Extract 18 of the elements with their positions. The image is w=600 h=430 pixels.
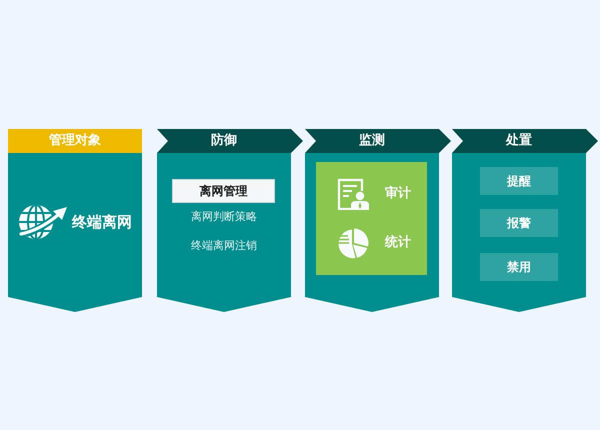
action-item: 禁用 bbox=[480, 253, 558, 281]
feature-panel bbox=[316, 162, 427, 275]
stage-heading: 防御 bbox=[211, 133, 237, 149]
stage-heading: 处置 bbox=[506, 133, 532, 149]
stage-heading: 监测 bbox=[359, 133, 385, 149]
action-item: 报警 bbox=[480, 209, 558, 237]
feature-label: 审计 bbox=[385, 186, 411, 202]
stage-heading: 管理对象 bbox=[49, 133, 101, 149]
item-text: 终端离网注销 bbox=[191, 238, 257, 254]
section-label: 离网管理 bbox=[172, 179, 275, 203]
action-item: 提醒 bbox=[480, 167, 558, 195]
stage-column bbox=[157, 129, 303, 312]
stage-column bbox=[8, 129, 142, 312]
feature-label: 统计 bbox=[385, 235, 411, 251]
item-text: 离网判断策略 bbox=[191, 209, 257, 225]
stage-column bbox=[305, 129, 451, 312]
subject-label: 终端离网 bbox=[72, 213, 132, 231]
stage-column bbox=[452, 129, 598, 312]
